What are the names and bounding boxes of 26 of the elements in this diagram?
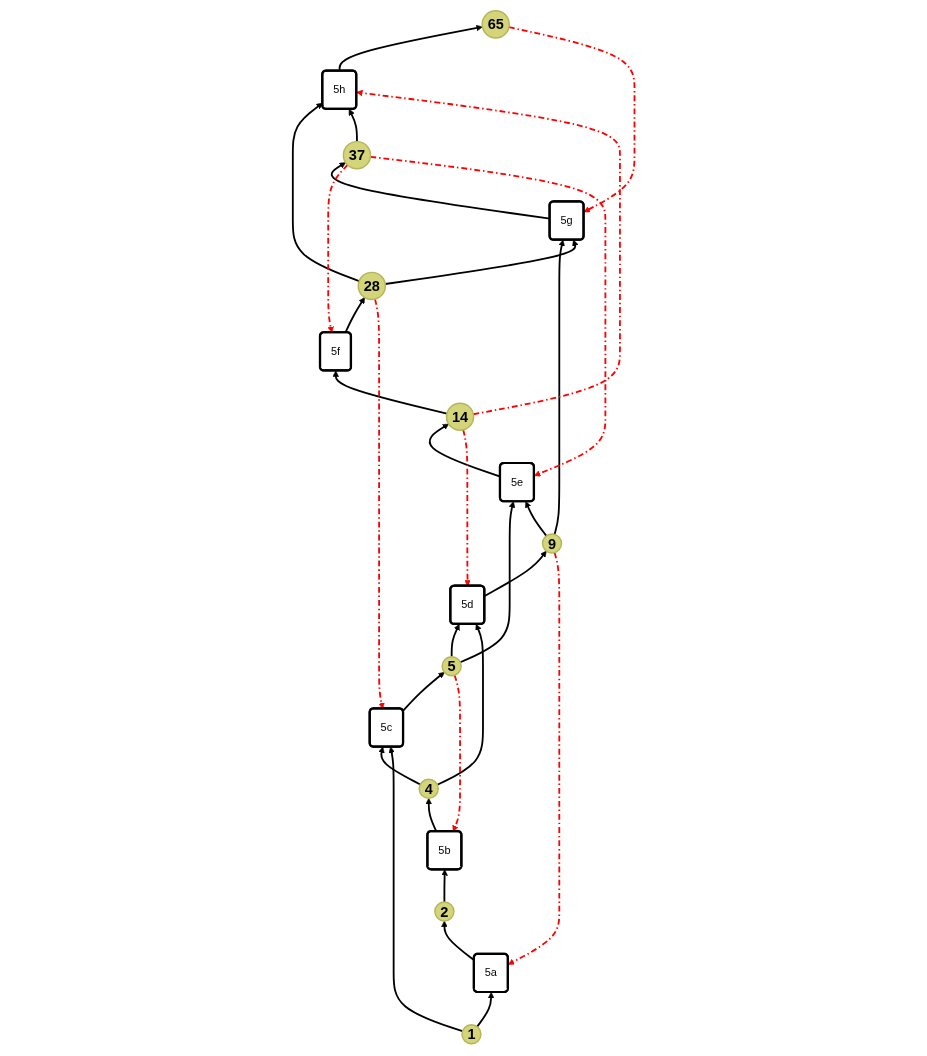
arrow — [348, 108, 358, 143]
arrow — [524, 501, 548, 537]
node-circle: 2 — [434, 901, 455, 922]
arrow — [459, 501, 516, 664]
arrow — [553, 239, 565, 536]
node-circle: 14 — [445, 402, 475, 432]
node-circle: 9 — [541, 533, 563, 554]
node-circle: 65 — [481, 10, 510, 39]
arrow — [327, 164, 349, 333]
node-circle: 1 — [461, 1024, 482, 1045]
arrow — [378, 746, 422, 786]
arrow — [332, 370, 448, 415]
node-circle: 4 — [418, 778, 439, 800]
arrow — [291, 102, 360, 283]
arrow — [436, 624, 484, 786]
arrow — [388, 746, 464, 1033]
node-circle: 28 — [357, 271, 386, 301]
arrow — [452, 674, 461, 832]
arrow — [441, 869, 448, 903]
arrow — [450, 624, 460, 658]
arrow — [384, 239, 579, 285]
node-circle: 5 — [441, 655, 462, 677]
arrow — [507, 551, 561, 965]
node-circle: 37 — [342, 140, 372, 170]
arrow — [476, 992, 495, 1028]
arrow — [401, 671, 445, 712]
